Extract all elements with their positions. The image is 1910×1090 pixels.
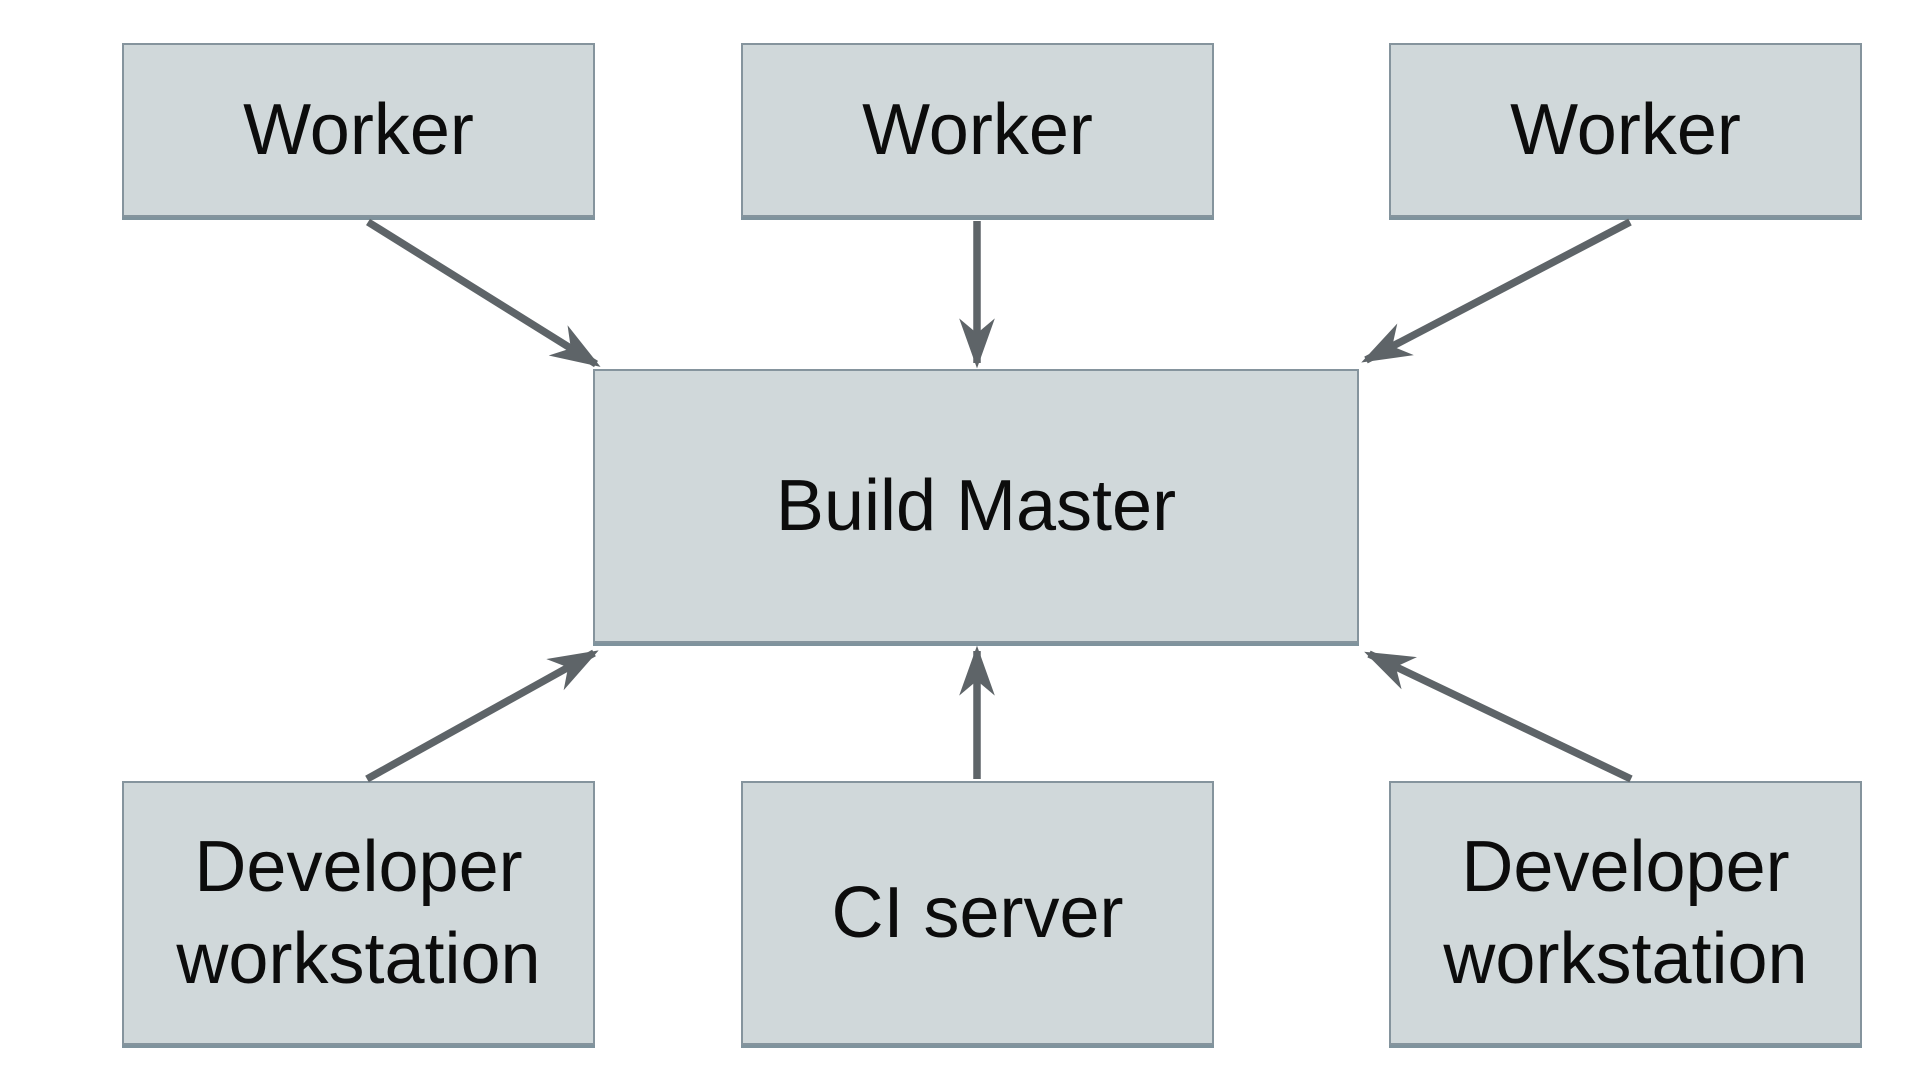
node-worker-1: Worker xyxy=(122,43,595,217)
node-ci-server: CI server xyxy=(741,781,1214,1045)
arrow-worker-1-to-build-master xyxy=(366,218,601,368)
node-dev-workstation-2: Developer workstation xyxy=(1389,781,1862,1045)
node-build-master-label: Build Master xyxy=(775,465,1177,546)
arrow-dev-workstation-2-to-build-master xyxy=(1364,650,1633,783)
node-worker-3: Worker xyxy=(1389,43,1862,217)
node-build-master: Build Master xyxy=(593,369,1359,643)
node-worker-2-label: Worker xyxy=(862,89,1093,170)
node-worker-1-label: Worker xyxy=(243,89,474,170)
arrow-dev-workstation-1-to-build-master xyxy=(365,649,599,783)
arrow-worker-3-to-build-master xyxy=(1361,218,1632,364)
node-dev-workstation-2-label: Developer workstation xyxy=(1443,826,1808,999)
node-ci-server-label: CI server xyxy=(831,872,1124,953)
node-dev-workstation-1: Developer workstation xyxy=(122,781,595,1045)
node-worker-3-label: Worker xyxy=(1510,89,1741,170)
node-worker-2: Worker xyxy=(741,43,1214,217)
node-dev-workstation-1-label: Developer workstation xyxy=(176,826,541,999)
